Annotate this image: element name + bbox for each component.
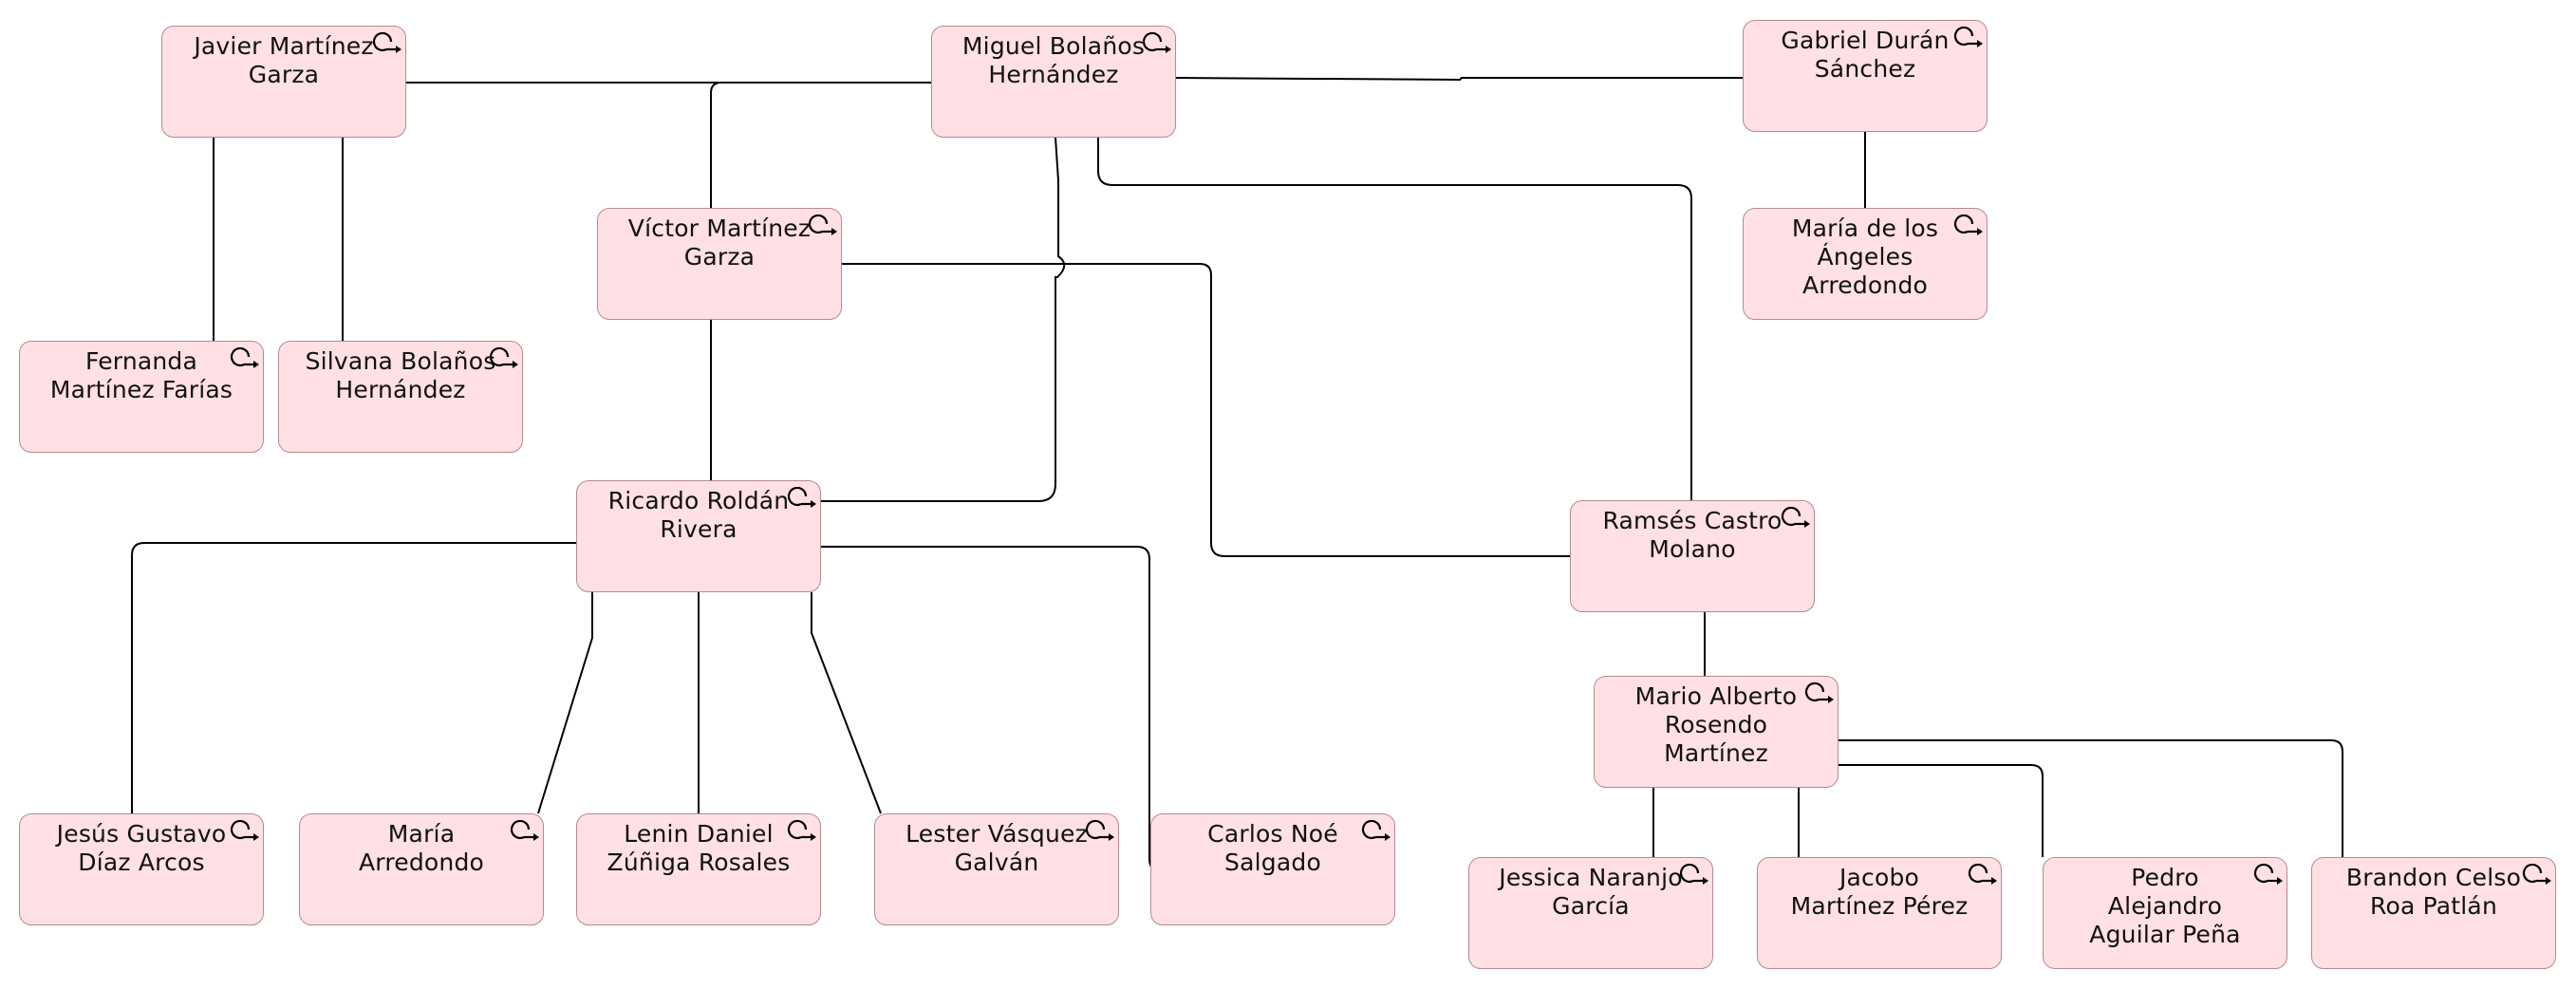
- node-label: Jacobo Martínez Pérez: [1790, 864, 1969, 920]
- node-label: Ramsés Castro Molano: [1602, 507, 1783, 563]
- node-fernanda[interactable]: Fernanda Martínez Farías: [19, 341, 264, 453]
- loop-arrow-icon[interactable]: [1950, 215, 1984, 241]
- node-javier[interactable]: Javier Martínez Garza: [161, 26, 406, 138]
- node-jacobo[interactable]: Jacobo Martínez Pérez: [1757, 857, 2002, 969]
- loop-arrow-icon[interactable]: [2518, 864, 2552, 890]
- node-label: Carlos Noé Salgado: [1207, 820, 1338, 876]
- connector-miguel-ramses: [1097, 138, 1692, 500]
- connector-ricardo-lester: [811, 592, 882, 814]
- node-lester[interactable]: Lester Vásquez Galván: [874, 813, 1119, 925]
- connector-ricardo-maria_arredondo: [537, 592, 593, 814]
- loop-arrow-icon[interactable]: [1777, 507, 1811, 533]
- node-label: Lester Vásquez Galván: [905, 820, 1088, 876]
- node-label: Mario Alberto Rosendo Martínez: [1634, 682, 1798, 767]
- loop-arrow-icon[interactable]: [2249, 864, 2284, 890]
- node-ricardo[interactable]: Ricardo Roldán Rivera: [576, 480, 821, 592]
- node-label: Jesús Gustavo Díaz Arcos: [56, 820, 227, 876]
- loop-arrow-icon[interactable]: [1675, 864, 1709, 890]
- connector-victor-ramses: [842, 263, 1570, 557]
- node-miguel[interactable]: Miguel Bolaños Hernández: [931, 26, 1176, 138]
- loop-arrow-icon[interactable]: [783, 820, 817, 847]
- loop-arrow-icon[interactable]: [226, 347, 260, 374]
- loop-arrow-icon[interactable]: [368, 32, 402, 59]
- connector-mario-brandon: [1839, 739, 2343, 857]
- node-label: Lenin Daniel Zúñiga Rosales: [607, 820, 791, 876]
- node-label: Silvana Bolaños Hernández: [305, 347, 496, 403]
- node-jesus[interactable]: Jesús Gustavo Díaz Arcos: [19, 813, 264, 925]
- node-label: Ricardo Roldán Rivera: [607, 487, 790, 543]
- connector-miguel-gabriel: [1175, 77, 1743, 82]
- node-label: María de los Ángeles Arredondo: [1791, 215, 1939, 299]
- node-label: Pedro Alejandro Aguilar Peña: [2089, 864, 2241, 948]
- node-maria-arredondo[interactable]: María Arredondo: [299, 813, 544, 925]
- node-label: María Arredondo: [358, 820, 485, 876]
- node-mario[interactable]: Mario Alberto Rosendo Martínez: [1594, 676, 1839, 788]
- node-pedro[interactable]: Pedro Alejandro Aguilar Peña: [2043, 857, 2287, 969]
- node-maria-angeles[interactable]: María de los Ángeles Arredondo: [1743, 208, 1988, 320]
- loop-arrow-icon[interactable]: [1081, 820, 1115, 847]
- loop-arrow-icon[interactable]: [804, 215, 838, 241]
- node-ramses[interactable]: Ramsés Castro Molano: [1570, 500, 1815, 612]
- loop-arrow-icon[interactable]: [1950, 27, 1984, 53]
- loop-arrow-icon[interactable]: [485, 347, 519, 374]
- node-carlos[interactable]: Carlos Noé Salgado: [1150, 813, 1395, 925]
- node-label: Javier Martínez Garza: [194, 32, 374, 88]
- node-gabriel[interactable]: Gabriel Durán Sánchez: [1743, 20, 1988, 132]
- loop-arrow-icon[interactable]: [1357, 820, 1391, 847]
- connector-ricardo-jesus: [131, 542, 576, 813]
- node-lenin[interactable]: Lenin Daniel Zúñiga Rosales: [576, 813, 821, 925]
- loop-arrow-icon[interactable]: [1964, 864, 1998, 890]
- connector-miguel-victor: [710, 82, 931, 208]
- loop-arrow-icon[interactable]: [506, 820, 540, 847]
- node-label: Jessica Naranjo García: [1499, 864, 1683, 920]
- connector-mario-pedro: [1839, 764, 2044, 857]
- node-jessica[interactable]: Jessica Naranjo García: [1468, 857, 1713, 969]
- loop-arrow-icon[interactable]: [226, 820, 260, 847]
- node-label: Miguel Bolaños Hernández: [961, 32, 1146, 88]
- node-label: Fernanda Martínez Farías: [49, 347, 233, 403]
- node-victor[interactable]: Víctor Martínez Garza: [597, 208, 842, 320]
- node-brandon[interactable]: Brandon Celso Roa Patlán: [2311, 857, 2556, 969]
- loop-arrow-icon[interactable]: [1138, 32, 1172, 59]
- connector-miguel-ricardo: [821, 137, 1066, 502]
- node-label: Brandon Celso Roa Patlán: [2345, 864, 2522, 920]
- loop-arrow-icon[interactable]: [1801, 682, 1835, 709]
- loop-arrow-icon[interactable]: [783, 487, 817, 513]
- node-label: Víctor Martínez Garza: [627, 215, 812, 271]
- node-silvana[interactable]: Silvana Bolaños Hernández: [278, 341, 523, 453]
- node-label: Gabriel Durán Sánchez: [1781, 27, 1950, 83]
